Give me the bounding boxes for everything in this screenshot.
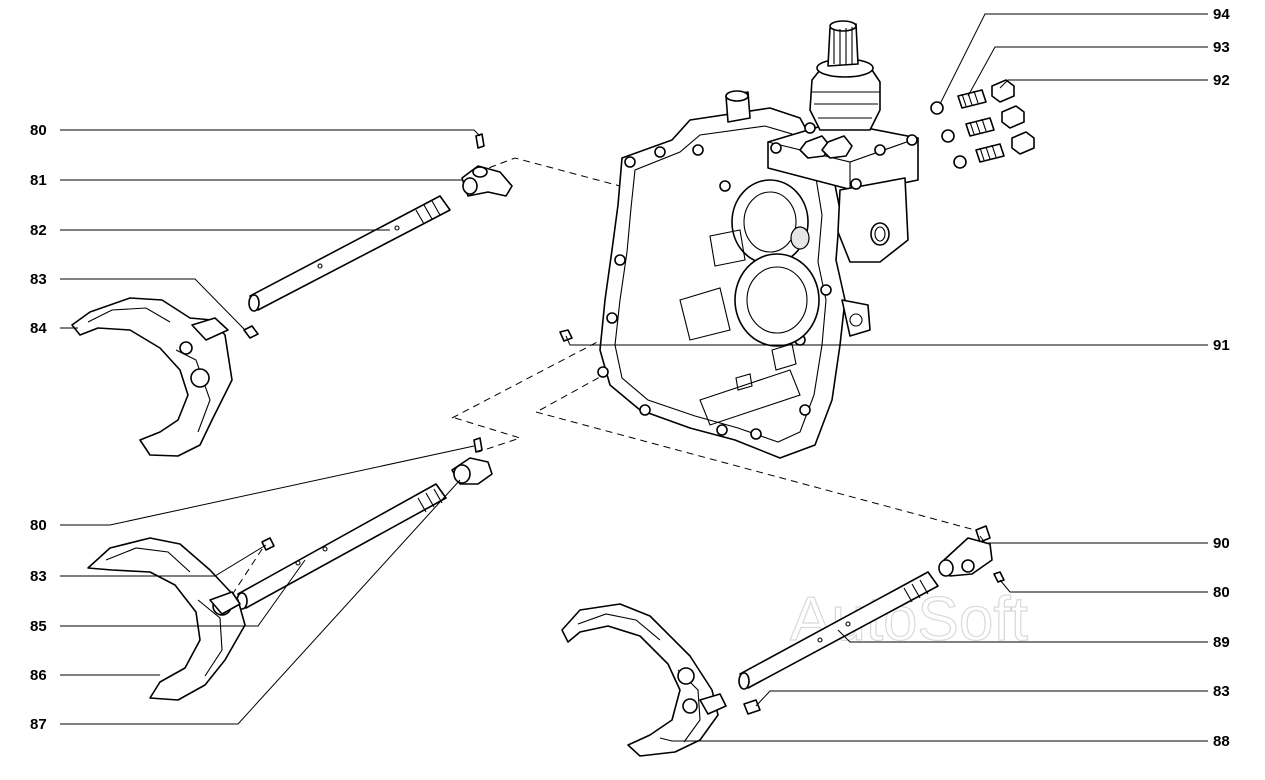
callout-91: 91	[1213, 337, 1230, 354]
lower-fork-assembly	[87, 437, 493, 701]
callout-90: 90	[1213, 535, 1230, 552]
callout-94: 94	[1213, 6, 1230, 23]
callout-80-lower: 80	[30, 517, 47, 534]
callout-83-right: 83	[1213, 683, 1230, 700]
callout-82: 82	[30, 222, 47, 239]
callout-92: 92	[1213, 72, 1230, 89]
callout-88: 88	[1213, 733, 1230, 750]
callout-83-lower: 83	[30, 568, 47, 585]
callout-86: 86	[30, 667, 47, 684]
gearbox-housing	[597, 90, 871, 459]
callout-80-upper: 80	[30, 122, 47, 139]
callout-81: 81	[30, 172, 47, 189]
callout-labels: 94 93 92 80 81 82 83 84 91 80 83 85 86 8…	[30, 6, 1230, 750]
right-fork-assembly	[561, 525, 1005, 757]
detent-parts	[930, 79, 1035, 169]
leader-lines	[60, 13, 1208, 742]
callout-87: 87	[30, 716, 47, 733]
callout-84: 84	[30, 320, 47, 337]
callout-89: 89	[1213, 634, 1230, 651]
callout-80-right: 80	[1213, 584, 1230, 601]
callout-93: 93	[1213, 39, 1230, 56]
gear-selector-mechanism	[767, 20, 919, 263]
callout-85: 85	[30, 618, 47, 635]
callout-83-upper: 83	[30, 271, 47, 288]
upper-fork-assembly	[71, 133, 513, 457]
pin-91	[559, 329, 573, 342]
